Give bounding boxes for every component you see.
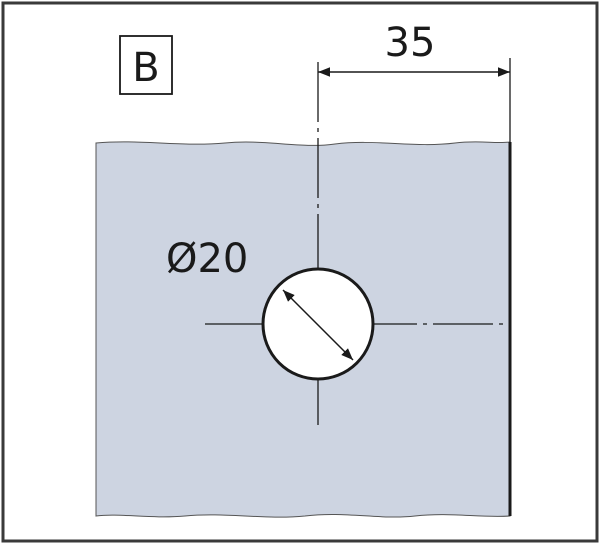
diameter-dimension-label: Ø20 bbox=[166, 236, 248, 282]
view-label: B bbox=[132, 45, 159, 91]
diameter-dimension-line bbox=[282, 289, 354, 361]
view-label-box bbox=[119, 35, 173, 95]
offset-dimension-label: 35 bbox=[385, 20, 436, 66]
